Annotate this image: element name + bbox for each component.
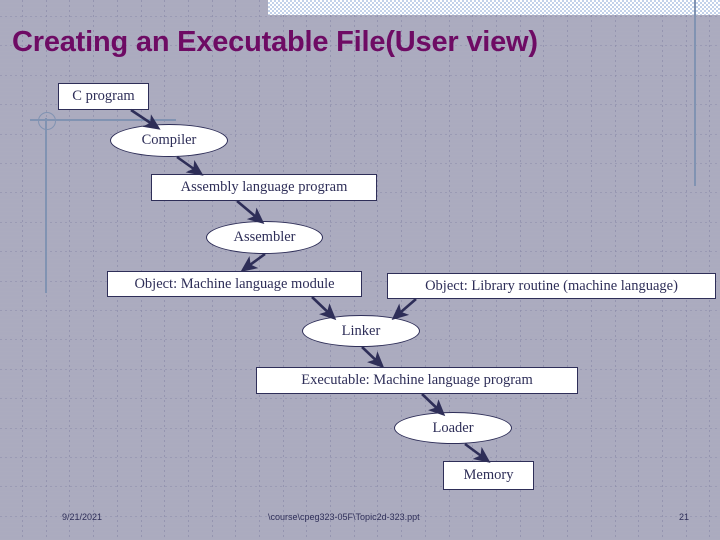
grid-line-horizontal bbox=[0, 486, 720, 487]
grid-line-vertical bbox=[472, 0, 473, 540]
node-label: C program bbox=[72, 88, 135, 105]
arrow-object-module-to-linker bbox=[311, 296, 337, 321]
grid-line-vertical bbox=[188, 0, 189, 540]
footer-file-path: \course\cpeg323-05F\Topic2d-323.ppt bbox=[268, 512, 420, 522]
node-object-module[interactable]: Object: Machine language module bbox=[107, 271, 362, 297]
footer-date: 9/21/2021 bbox=[62, 512, 103, 522]
node-label: Assembler bbox=[233, 229, 296, 246]
top-decoration-band bbox=[268, 0, 720, 15]
grid-line-vertical bbox=[330, 0, 331, 540]
accent-circle bbox=[38, 112, 56, 130]
node-loader[interactable]: Loader bbox=[394, 412, 512, 444]
grid-line-vertical bbox=[117, 0, 118, 540]
grid-line-vertical bbox=[69, 0, 70, 540]
arrow-assembly-to-assembler bbox=[236, 200, 265, 225]
grid-line-horizontal bbox=[0, 428, 720, 429]
grid-line-vertical bbox=[638, 0, 639, 540]
grid-line-vertical bbox=[141, 0, 142, 540]
grid-line-horizontal bbox=[0, 457, 720, 458]
grid-line-horizontal bbox=[0, 16, 720, 17]
node-compiler[interactable]: Compiler bbox=[110, 124, 228, 157]
grid-line-vertical bbox=[259, 0, 260, 540]
grid-line-vertical bbox=[212, 0, 213, 540]
node-executable[interactable]: Executable: Machine language program bbox=[256, 367, 578, 394]
grid-line-horizontal bbox=[0, 398, 720, 399]
arrow-loader-to-memory bbox=[464, 442, 491, 463]
grid-line-vertical bbox=[520, 0, 521, 540]
grid-line-vertical bbox=[615, 0, 616, 540]
grid-line-vertical bbox=[567, 0, 568, 540]
grid-line-vertical bbox=[283, 0, 284, 540]
grid-line-vertical bbox=[662, 0, 663, 540]
grid-line-vertical bbox=[449, 0, 450, 540]
node-label: Assembly language program bbox=[180, 179, 348, 196]
arrow-linker-to-executable bbox=[361, 346, 385, 369]
node-c-program[interactable]: C program bbox=[58, 83, 149, 110]
node-linker[interactable]: Linker bbox=[302, 315, 420, 347]
grid-line-vertical bbox=[686, 0, 687, 540]
grid-line-vertical bbox=[164, 0, 165, 540]
grid-line-vertical bbox=[401, 0, 402, 540]
grid-line-vertical bbox=[591, 0, 592, 540]
arrow-compiler-to-assembly bbox=[176, 155, 204, 176]
grid-line-vertical bbox=[354, 0, 355, 540]
grid-line-vertical bbox=[93, 0, 94, 540]
left-accent-line bbox=[45, 118, 47, 293]
node-label: Compiler bbox=[141, 132, 197, 149]
node-assembly-program[interactable]: Assembly language program bbox=[151, 174, 377, 201]
grid-line-vertical bbox=[543, 0, 544, 540]
grid-line-horizontal bbox=[0, 163, 720, 164]
arrow-assembler-to-object-module bbox=[240, 252, 266, 272]
grid-line-vertical bbox=[235, 0, 236, 540]
node-label: Memory bbox=[463, 467, 514, 484]
right-accent-line bbox=[694, 0, 696, 186]
node-label: Linker bbox=[341, 322, 381, 339]
grid-line-horizontal bbox=[0, 310, 720, 311]
node-object-library[interactable]: Object: Library routine (machine languag… bbox=[387, 273, 716, 299]
grid-line-vertical bbox=[709, 0, 710, 540]
grid-line-horizontal bbox=[0, 251, 720, 252]
footer-page-number: 21 bbox=[679, 512, 690, 522]
arrow-executable-to-loader bbox=[421, 393, 446, 417]
node-label: Loader bbox=[432, 419, 474, 436]
grid-line-horizontal bbox=[0, 134, 720, 135]
grid-line-vertical bbox=[22, 0, 23, 540]
grid-line-horizontal bbox=[0, 75, 720, 76]
grid-line-vertical bbox=[306, 0, 307, 540]
grid-line-vertical bbox=[425, 0, 426, 540]
node-memory[interactable]: Memory bbox=[443, 461, 534, 490]
page-title: Creating an Executable File(User view) bbox=[12, 26, 538, 58]
grid-line-horizontal bbox=[0, 222, 720, 223]
arrow-object-library-to-linker bbox=[391, 298, 417, 321]
node-label: Object: Machine language module bbox=[134, 275, 335, 292]
grid-line-vertical bbox=[496, 0, 497, 540]
node-label: Executable: Machine language program bbox=[301, 372, 533, 389]
grid-line-vertical bbox=[377, 0, 378, 540]
top-accent-line bbox=[30, 119, 176, 121]
node-assembler[interactable]: Assembler bbox=[206, 221, 323, 254]
node-label: Object: Library routine (machine languag… bbox=[425, 277, 678, 294]
